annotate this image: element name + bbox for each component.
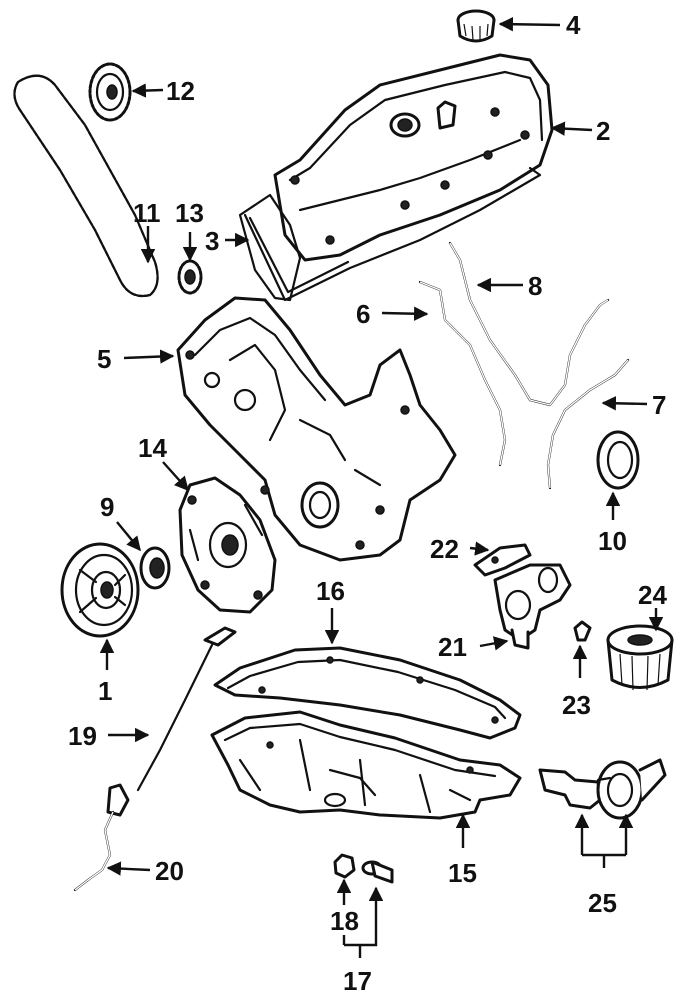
part-valve-cover <box>273 53 554 262</box>
callout-21: 21 <box>438 632 467 662</box>
callout-11: 11 <box>133 198 161 228</box>
part-oil-filler-cap <box>456 9 496 43</box>
part-tensioner-bracket <box>473 543 532 577</box>
callout-20: 20 <box>155 856 184 886</box>
callout-14: 14 <box>138 433 167 463</box>
part-front-cover-gasket-short <box>418 280 507 467</box>
callout-6: 6 <box>356 299 370 329</box>
callout-23: 23 <box>562 690 591 720</box>
leader-lines <box>99 17 664 958</box>
callout-25: 25 <box>588 888 617 918</box>
part-front-crank-seal <box>596 430 640 490</box>
part-small-plug <box>573 620 592 642</box>
callout-9: 9 <box>100 492 114 522</box>
part-drain-plug <box>333 853 356 879</box>
callout-12: 12 <box>166 76 195 106</box>
part-crankshaft-pulley <box>60 542 140 638</box>
callout-5: 5 <box>97 344 111 374</box>
callout-numbers: 4 12 2 11 13 3 8 6 5 7 14 9 10 22 16 24 … <box>68 10 667 996</box>
callout-13: 13 <box>175 198 204 228</box>
callout-19: 19 <box>68 721 97 751</box>
callout-24: 24 <box>638 580 667 610</box>
callout-18: 18 <box>330 906 359 936</box>
part-front-cover-gasket-long <box>448 241 610 407</box>
part-cover-gasket-side <box>546 358 630 490</box>
callout-16: 16 <box>316 576 345 606</box>
callout-10: 10 <box>598 526 627 556</box>
callout-3: 3 <box>205 226 219 256</box>
callout-7: 7 <box>652 390 666 420</box>
part-plug-with-washer <box>361 860 394 884</box>
callout-15: 15 <box>448 858 477 888</box>
callout-2: 2 <box>596 116 610 146</box>
part-oil-pan <box>210 710 522 820</box>
callout-4: 4 <box>566 10 581 40</box>
part-oil-filter <box>606 624 674 691</box>
part-oil-pump <box>178 476 277 614</box>
part-crank-sprocket <box>177 259 203 295</box>
callout-22: 22 <box>430 534 459 564</box>
part-oil-pan-gasket <box>213 646 522 740</box>
part-dipstick <box>136 626 237 792</box>
part-sensor-assembly <box>538 758 667 820</box>
part-cam-sprocket <box>88 62 132 122</box>
callout-1: 1 <box>98 676 112 706</box>
callout-17: 17 <box>343 966 372 996</box>
part-chain-tensioner <box>493 563 572 650</box>
part-front-timing-cover <box>176 296 457 562</box>
part-dipstick-tube <box>73 783 130 892</box>
part-crank-spacer <box>139 546 171 590</box>
part-timing-chain <box>13 74 159 298</box>
callout-8: 8 <box>528 271 542 301</box>
part-valve-cover-gasket <box>238 166 542 302</box>
